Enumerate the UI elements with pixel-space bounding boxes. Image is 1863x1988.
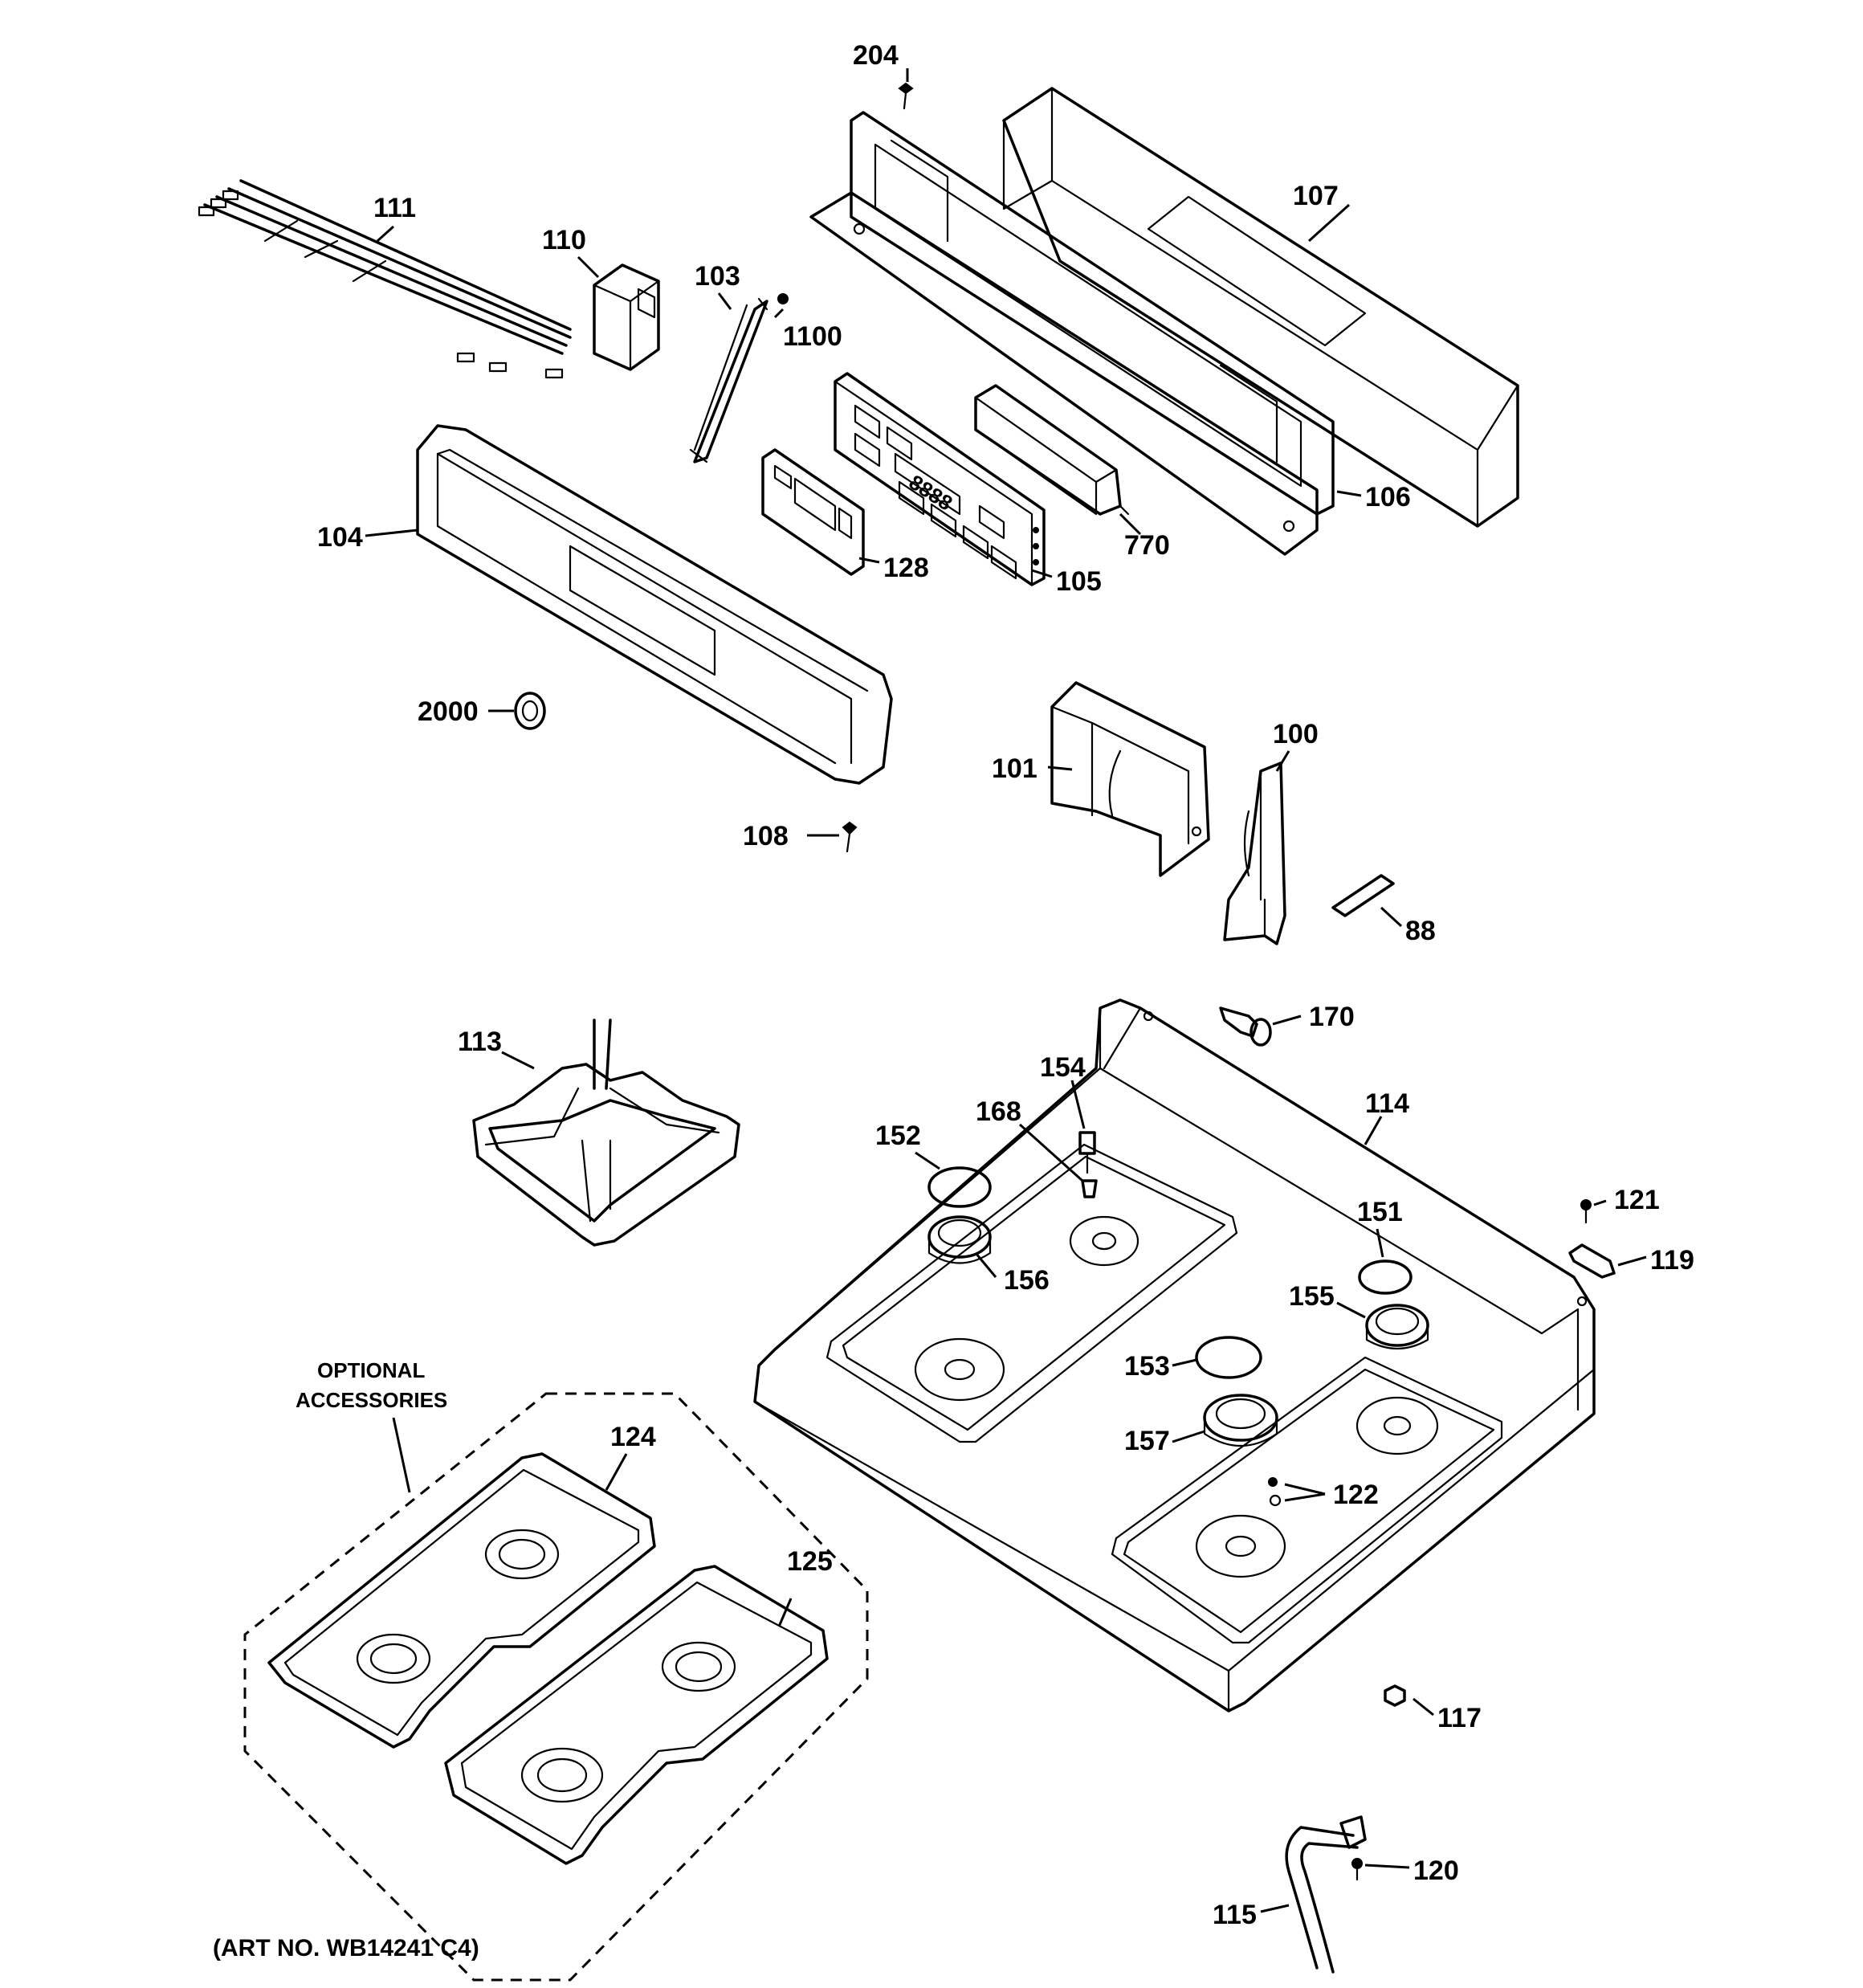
callout-154: 154	[1040, 1052, 1086, 1083]
callout-153: 153	[1124, 1351, 1170, 1382]
callout-2000: 2000	[418, 696, 479, 727]
part-153-burner-cap	[1195, 1336, 1262, 1379]
part-119-bracket	[1568, 1243, 1616, 1279]
callout-88: 88	[1405, 916, 1436, 946]
optional-accessories-outline	[243, 1392, 869, 1982]
callout-120: 120	[1413, 1855, 1459, 1886]
callout-125: 125	[787, 1546, 833, 1577]
part-157-burner-head	[1203, 1394, 1278, 1447]
part-152-burner-cap	[927, 1166, 992, 1208]
part-168-orifice	[1081, 1179, 1098, 1198]
part-103-bracket	[689, 297, 768, 463]
part-124-drip-pan	[267, 1452, 656, 1749]
callout-128: 128	[883, 553, 929, 583]
callout-107: 107	[1293, 181, 1339, 211]
callout-170: 170	[1309, 1002, 1355, 1032]
callout-111: 111	[373, 193, 416, 223]
callout-115: 115	[1213, 1900, 1257, 1930]
callout-labels: 204 107 111 110 103 1100 104 128 105 770…	[317, 40, 1694, 1930]
callout-110: 110	[542, 225, 586, 255]
callout-100: 100	[1273, 719, 1319, 749]
callout-155: 155	[1289, 1281, 1335, 1312]
callout-156: 156	[1004, 1265, 1050, 1296]
part-105-control-board: 8888	[834, 372, 1046, 586]
callout-106: 106	[1365, 482, 1411, 512]
part-121-screw	[1580, 1199, 1592, 1224]
part-128-overlay	[761, 448, 865, 576]
part-113-grate	[472, 1018, 740, 1247]
part-106-panel-frame	[809, 111, 1335, 556]
callout-1100: 1100	[783, 321, 842, 352]
part-110-switch	[593, 263, 660, 371]
callout-113: 113	[458, 1027, 502, 1057]
callout-168: 168	[976, 1096, 1021, 1127]
part-770-board-cover	[974, 384, 1130, 516]
part-155-burner-head	[1365, 1304, 1429, 1350]
part-115-tube	[1285, 1815, 1367, 1974]
callout-117: 117	[1437, 1703, 1482, 1733]
part-88-clip	[1331, 874, 1395, 917]
part-114-cooktop	[753, 998, 1596, 1712]
callout-157: 157	[1124, 1426, 1170, 1456]
callout-121: 121	[1614, 1185, 1660, 1215]
callout-770: 770	[1124, 530, 1170, 561]
part-120-screw	[1351, 1858, 1363, 1881]
part-101-bracket	[1050, 681, 1210, 877]
optional-label-line1: OPTIONAL	[317, 1358, 425, 1382]
part-107-back-cover	[1002, 87, 1519, 528]
callout-114: 114	[1365, 1088, 1409, 1119]
part-170-screw	[1219, 1006, 1272, 1047]
part-154-orifice	[1078, 1131, 1096, 1174]
part-204-screw	[898, 82, 914, 110]
part-111-wire-harness	[198, 179, 572, 379]
part-1100-screw	[777, 293, 789, 304]
leader-lines	[365, 68, 1647, 1913]
optional-label-line2: ACCESSORIES	[296, 1388, 447, 1412]
part-156-burner-head	[927, 1215, 992, 1264]
part-108-screw	[842, 821, 858, 853]
part-117-nut	[1384, 1684, 1406, 1707]
callout-108: 108	[743, 821, 789, 851]
callout-151: 151	[1357, 1197, 1403, 1227]
part-122-screws	[1268, 1477, 1282, 1507]
callout-122: 122	[1333, 1480, 1379, 1510]
callout-103: 103	[695, 261, 740, 292]
callout-104: 104	[317, 522, 363, 553]
art-number: (ART NO. WB14241 C4)	[213, 1935, 479, 1961]
part-100-bracket	[1223, 761, 1286, 945]
part-104-backsplash	[416, 424, 893, 785]
callout-152: 152	[875, 1121, 921, 1151]
part-125-drip-pan	[444, 1565, 829, 1865]
part-2000-knob	[514, 692, 546, 730]
callout-119: 119	[1650, 1245, 1694, 1276]
callout-101: 101	[992, 753, 1037, 784]
callout-105: 105	[1056, 566, 1102, 597]
callout-124: 124	[610, 1422, 656, 1452]
part-151-burner-cap	[1358, 1259, 1413, 1295]
callout-204: 204	[853, 40, 899, 71]
